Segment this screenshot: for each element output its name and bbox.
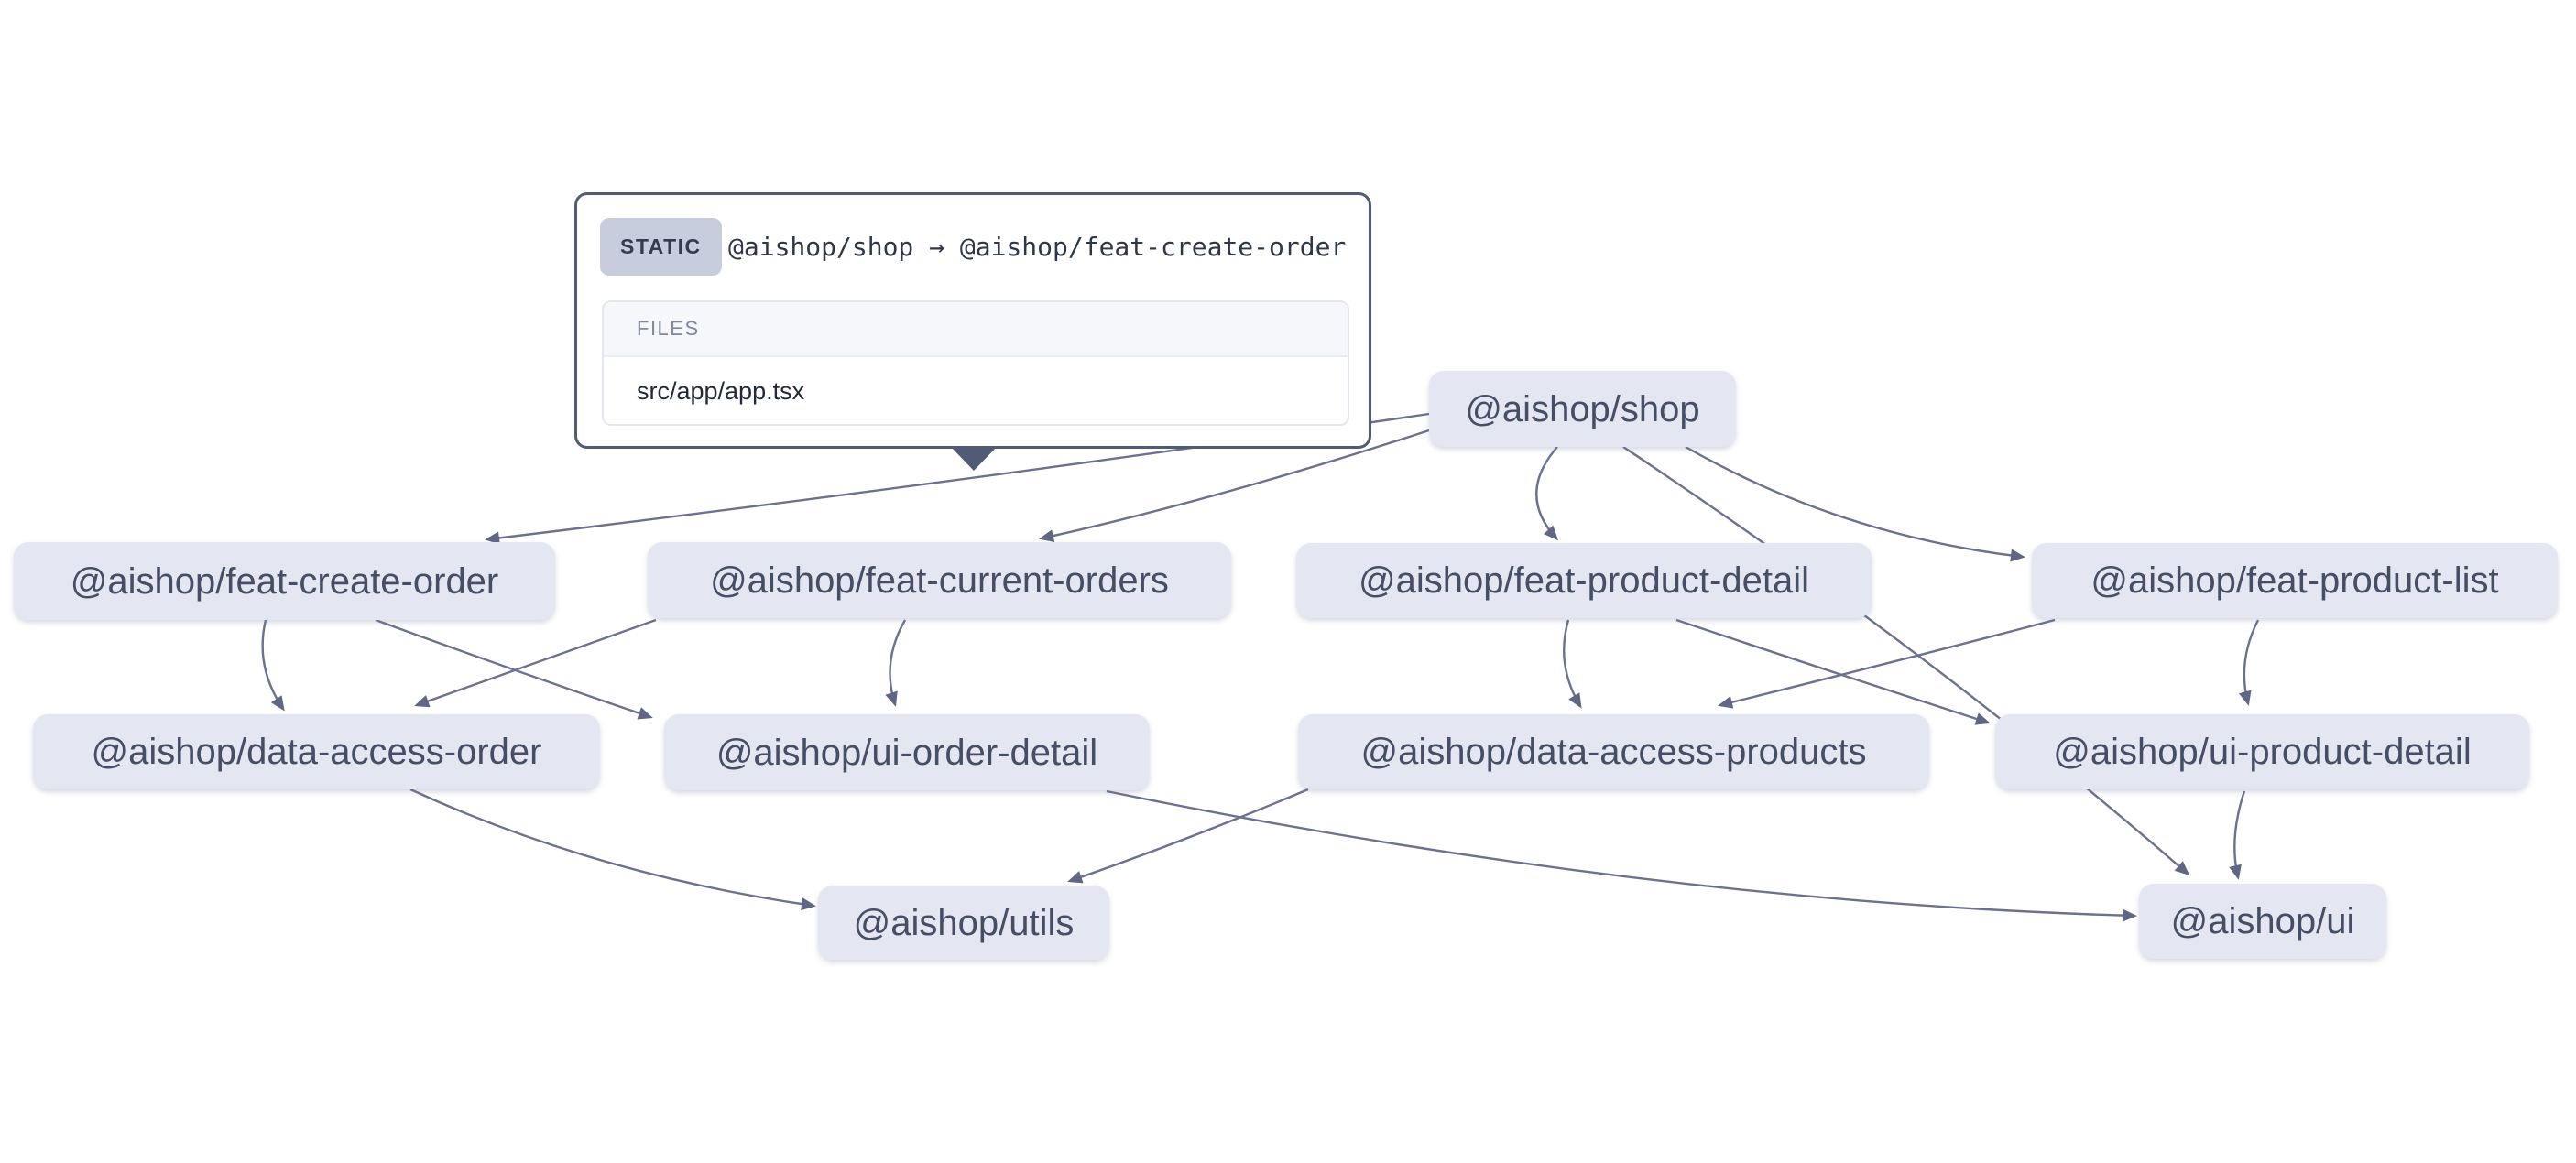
graph-node-utils[interactable]: @aishop/utils [818, 886, 1109, 960]
graph-node-ui-order-detail[interactable]: @aishop/ui-order-detail [664, 714, 1150, 790]
graph-edge-feat-current-orders--data-access-order[interactable] [414, 618, 657, 708]
graph-edge-feat-current-orders--ui-order-detail[interactable] [885, 619, 907, 707]
graph-node-data-access-order[interactable]: @aishop/data-access-order [33, 714, 600, 789]
graph-node-data-access-products[interactable]: @aishop/data-access-products [1298, 714, 1929, 789]
graph-node-feat-product-detail[interactable]: @aishop/feat-product-detail [1296, 543, 1872, 618]
files-header: FILES [604, 302, 1348, 357]
graph-edge-ui-order-detail--ui[interactable] [1106, 789, 2137, 922]
graph-node-ui-product-detail[interactable]: @aishop/ui-product-detail [1995, 714, 2529, 789]
graph-edge-data-access-order--utils[interactable] [409, 788, 816, 911]
graph-node-feat-create-order[interactable]: @aishop/feat-create-order [14, 542, 555, 620]
graph-edge-shop--ui[interactable] [1622, 446, 2190, 875]
graph-node-ui[interactable]: @aishop/ui [2139, 884, 2386, 959]
graph-node-shop[interactable]: @aishop/shop [1429, 371, 1736, 447]
edge-title: @aishop/shop → @aishop/feat-create-order [728, 232, 1347, 262]
graph-edge-shop--feat-current-orders[interactable] [1039, 429, 1430, 543]
graph-edge-shop--feat-product-list[interactable] [1685, 445, 2025, 562]
graph-edge-shop--feat-product-detail[interactable] [1535, 446, 1559, 541]
graph-edge-feat-product-list--ui-product-detail[interactable] [2238, 619, 2260, 706]
graph-edge-feat-product-detail--ui-product-detail[interactable] [1675, 618, 1991, 725]
edge-type-badge: STATIC [600, 218, 722, 276]
files-panel: FILES src/app/app.tsx [602, 300, 1349, 426]
file-item: src/app/app.tsx [637, 377, 805, 405]
graph-edge-feat-product-list--data-access-products[interactable] [1718, 618, 2056, 709]
graph-edge-feat-create-order--data-access-order[interactable] [261, 619, 285, 712]
graph-edge-data-access-products--utils[interactable] [1067, 788, 1309, 884]
tooltip-arrow [951, 447, 997, 471]
graph-node-feat-current-orders[interactable]: @aishop/feat-current-orders [648, 542, 1231, 618]
graph-edge-ui-product-detail--ui[interactable] [2229, 790, 2246, 880]
graph-node-feat-product-list[interactable]: @aishop/feat-product-list [2032, 543, 2558, 618]
graph-edge-feat-product-detail--data-access-products[interactable] [1563, 619, 1582, 709]
graph-edge-feat-create-order--ui-order-detail[interactable] [375, 618, 653, 720]
edge-tooltip: STATIC @aishop/shop → @aishop/feat-creat… [574, 192, 1371, 449]
